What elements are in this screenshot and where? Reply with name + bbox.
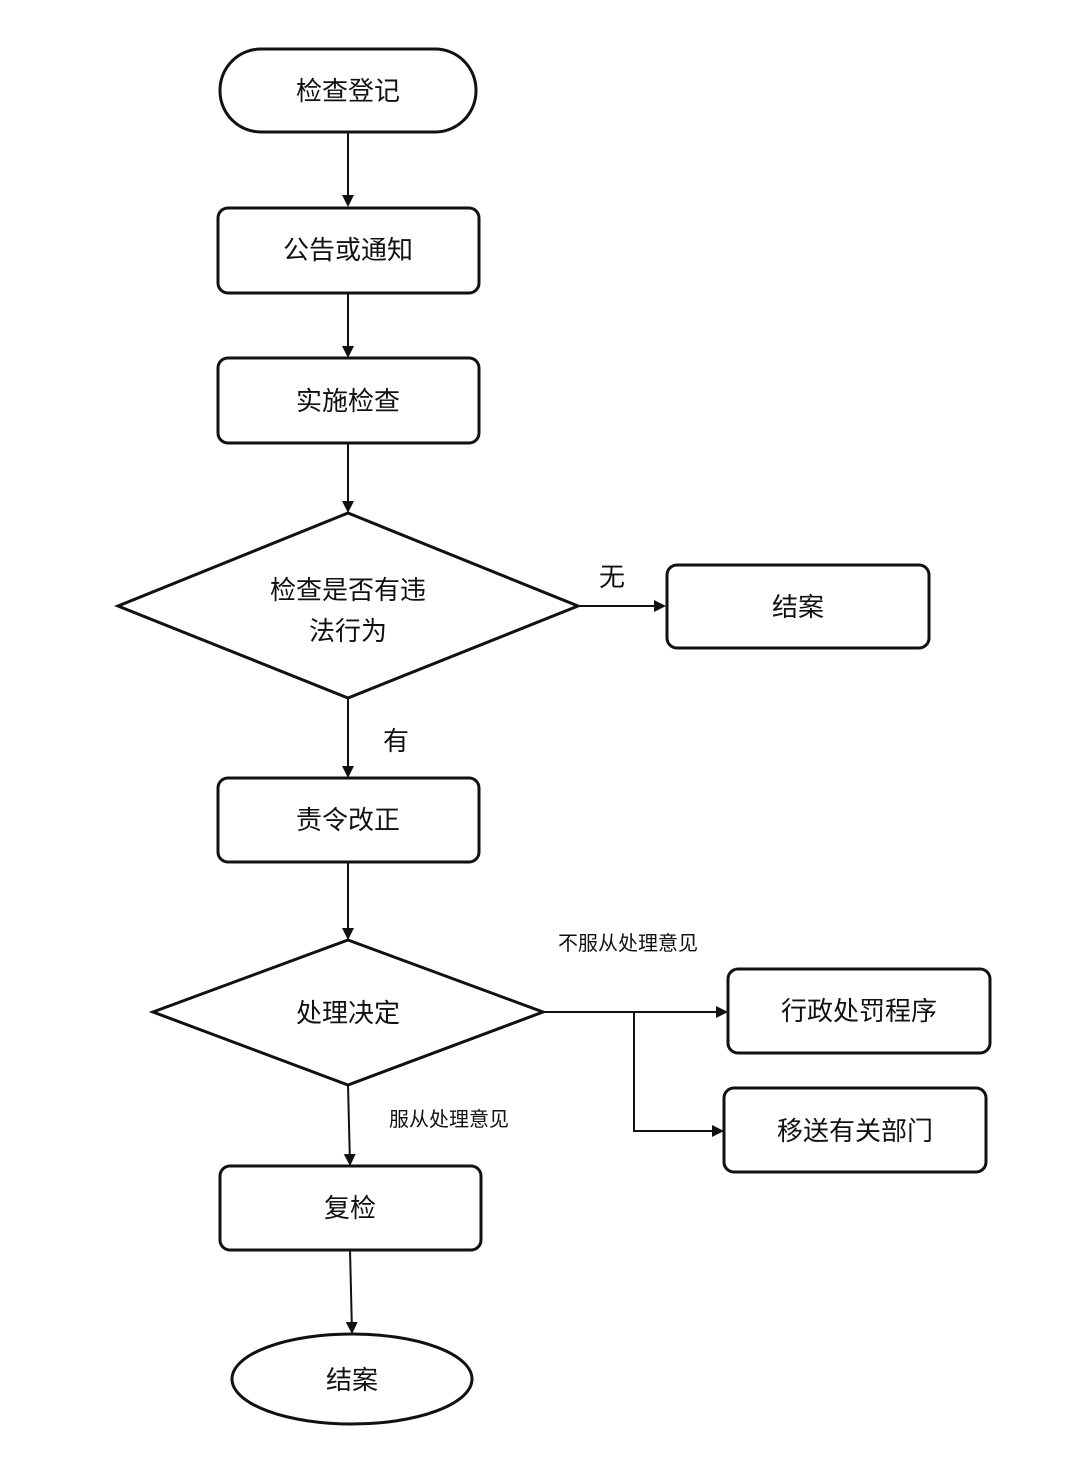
violation-decision-line1: 检查是否有违: [270, 576, 426, 606]
close-case-label: 结案: [772, 593, 824, 623]
admin-penalty-label: 行政处罚程序: [781, 997, 937, 1027]
edge-handling-to-recheck: [343, 1084, 356, 1166]
order-correction-label: 责令改正: [296, 806, 400, 836]
disagree-branch-label: 不服从处理意见: [558, 931, 698, 955]
recheck-box: [218, 1164, 483, 1252]
transfer-label: 移送有关部门: [777, 1117, 933, 1147]
transfer-box: [722, 1086, 988, 1174]
inspect-box: [216, 356, 481, 445]
edge-handling-to-transfer: [633, 1012, 724, 1137]
notice-box: [216, 206, 481, 295]
inspect-label: 实施检查: [296, 387, 400, 417]
handling-decision-diamond: [148, 938, 548, 1087]
violation-decision-diamond: [113, 511, 583, 700]
order-correction-box: [216, 776, 481, 864]
yes-branch-label: 有: [383, 727, 409, 757]
agree-branch-label: 服从处理意见: [389, 1107, 509, 1131]
recheck-label: 复检: [324, 1194, 376, 1224]
end-terminal: [230, 1332, 474, 1426]
start-terminal: [218, 47, 478, 134]
no-branch-label: 无: [599, 563, 625, 593]
start-label: 检查登记: [296, 77, 400, 107]
edge-recheck-to-end: [345, 1249, 358, 1334]
end-label: 结案: [326, 1366, 378, 1396]
admin-penalty-box: [726, 967, 992, 1055]
violation-decision-line2: 法行为: [309, 617, 387, 647]
handling-decision-label: 处理决定: [296, 999, 400, 1029]
notice-label: 公告或通知: [283, 236, 413, 266]
close-case-box: [665, 563, 931, 650]
